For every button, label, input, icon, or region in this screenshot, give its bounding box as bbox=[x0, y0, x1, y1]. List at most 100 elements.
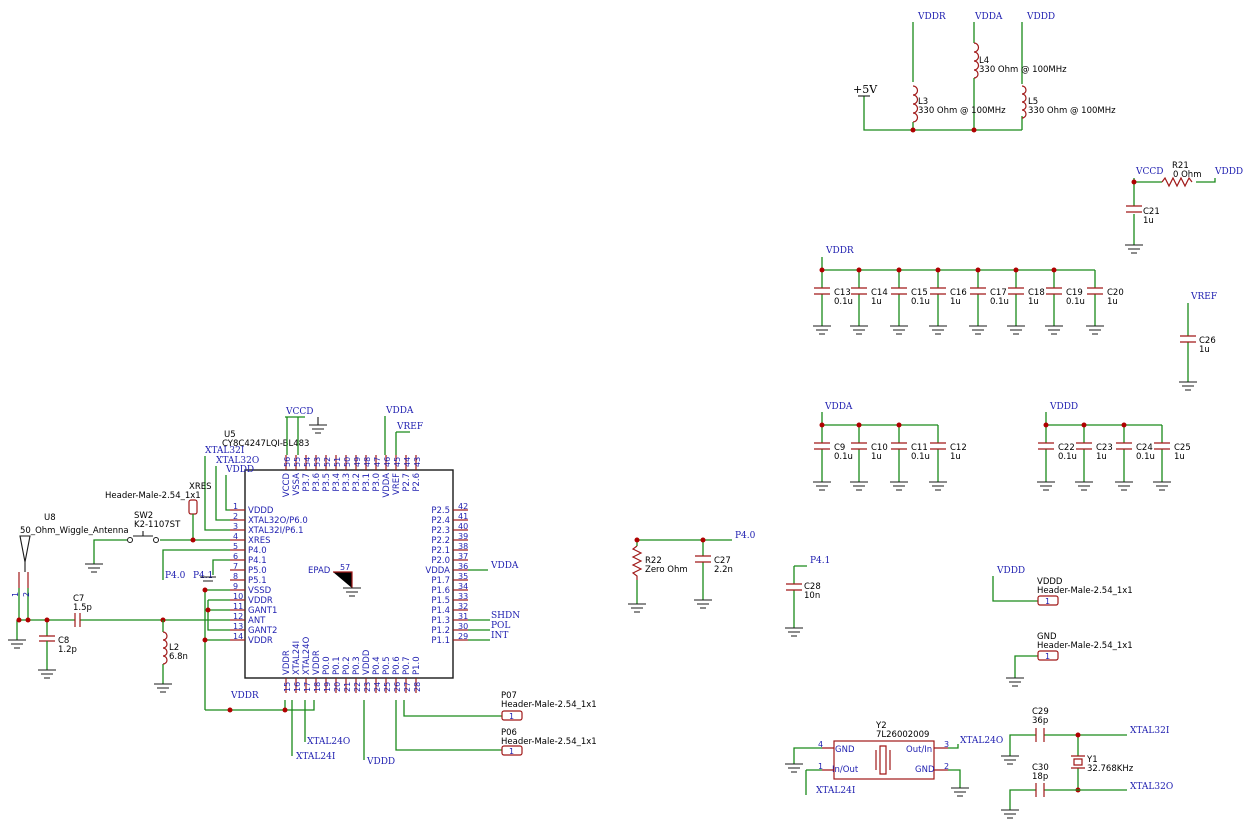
vddr-cap-value: 0.1u bbox=[911, 297, 930, 307]
mcu-pin-number: 15 bbox=[283, 682, 292, 692]
y1-value: 32.768KHz bbox=[1087, 764, 1134, 774]
mcu-pin-number: 1 bbox=[233, 502, 238, 511]
mcu-pin-name: P0.5 bbox=[382, 656, 392, 675]
mcu-pin-name: P2.5 bbox=[431, 506, 450, 516]
mcu-pin-number: 22 bbox=[353, 682, 362, 692]
mcu-pin-number: 41 bbox=[458, 512, 468, 521]
c29-value: 36p bbox=[1032, 716, 1048, 726]
mcu-pin-number: 29 bbox=[458, 632, 468, 641]
vddd-cap-value: 1u bbox=[1174, 452, 1185, 462]
gnd-header-ref: GND bbox=[1037, 632, 1057, 642]
vddd-label-bottom: VDDD bbox=[366, 757, 395, 767]
sw2-ref: SW2 bbox=[134, 511, 153, 521]
vddr-cap-ref: C18 bbox=[1028, 288, 1045, 298]
mcu-pin-number: 56 bbox=[283, 457, 292, 467]
mcu-pin-number: 49 bbox=[353, 457, 362, 467]
c27-value: 2.2n bbox=[714, 565, 733, 575]
mcu-pin-name: P1.6 bbox=[431, 586, 450, 596]
vddd-header-type: Header-Male-2.54_1x1 bbox=[1037, 586, 1133, 596]
mcu-pin-number: 16 bbox=[293, 682, 302, 692]
gnd-header-pin bbox=[1037, 650, 1059, 661]
vddd-cap-ref: C22 bbox=[1058, 443, 1075, 453]
vdda-cap-ref: C10 bbox=[871, 443, 888, 453]
mcu-pin-name: VREF bbox=[392, 473, 402, 495]
mcu-pin-number: 18 bbox=[313, 682, 322, 692]
resistor-r22 bbox=[631, 545, 643, 580]
mcu-pin-number: 37 bbox=[458, 552, 468, 561]
u8-pin2: 2 bbox=[22, 592, 31, 597]
y2-pin-inout: In/Out bbox=[832, 765, 859, 775]
c21-ref: C21 bbox=[1143, 207, 1160, 217]
r21-ref: R21 bbox=[1172, 161, 1189, 171]
mcu-pin-number: 25 bbox=[383, 682, 392, 692]
mcu-pin-42: 42 P2.5 bbox=[431, 502, 468, 516]
vdda-label-chip: VDDA bbox=[385, 406, 414, 416]
mcu-pin-number: 20 bbox=[333, 682, 342, 692]
u5-part: CY8C4247LQI-BL483 bbox=[222, 439, 309, 449]
vddd-cap-ref: C25 bbox=[1174, 443, 1191, 453]
l3-value: 330 Ohm @ 100MHz bbox=[918, 106, 1006, 116]
y1-crystal: C29 36p XTAL32I Y1 32.768KHz C30 18p XTA… bbox=[1001, 707, 1173, 819]
mcu-pin-name: P3.5 bbox=[322, 473, 332, 492]
mcu-pin-number: 54 bbox=[303, 457, 312, 467]
xres-header-type: Header-Male-2.54_1x1 bbox=[105, 491, 201, 501]
mcu-pin-number: 11 bbox=[233, 602, 243, 611]
y2-pin4-num: 4 bbox=[818, 740, 823, 749]
mcu-pin-name: VDDA bbox=[382, 473, 392, 498]
c8-ref: C8 bbox=[58, 636, 69, 646]
c30-ref: C30 bbox=[1032, 763, 1049, 773]
l2-value: 6.8n bbox=[169, 652, 188, 662]
vdda-cap-value: 0.1u bbox=[911, 452, 930, 462]
xtal24i-label-chip: XTAL24I bbox=[296, 752, 336, 762]
y2-ref: Y2 bbox=[875, 721, 887, 731]
mcu-pin-number: 48 bbox=[363, 457, 372, 467]
power-filter-block: VDDR VDDA VDDD +5V L3 330 Ohm @ 100MHz L… bbox=[853, 12, 1116, 133]
xtal32o-label-chip: XTAL32O bbox=[216, 456, 259, 466]
mcu-pin-name: VCCD bbox=[282, 473, 292, 498]
xtal24o-label-chip: XTAL24O bbox=[307, 737, 350, 747]
vddd-cap-ref: C24 bbox=[1136, 443, 1153, 453]
vddd-label-header: VDDD bbox=[996, 566, 1025, 576]
inductor-l5 bbox=[1021, 85, 1027, 119]
l4-ref: L4 bbox=[979, 56, 989, 66]
mcu-pin-name: P0.2 bbox=[342, 656, 352, 675]
c7-ref: C7 bbox=[73, 594, 84, 604]
r22-c27-block: P4.0 R22 Zero Ohm C27 2.2n bbox=[628, 531, 756, 613]
c30-value: 18p bbox=[1032, 772, 1048, 782]
mcu-pin-name: XRES bbox=[248, 536, 271, 546]
xres-header-ref: XRES bbox=[189, 482, 212, 492]
u5-ref: U5 bbox=[224, 430, 236, 440]
mcu-pin-number: 26 bbox=[393, 682, 402, 692]
mcu-pin-name: P2.6 bbox=[412, 473, 422, 492]
p06-type: Header-Male-2.54_1x1 bbox=[501, 737, 597, 747]
mcu-pin-name: P2.3 bbox=[431, 526, 450, 536]
mcu-pin-number: 14 bbox=[233, 632, 243, 641]
mcu-pin-number: 24 bbox=[373, 682, 382, 692]
vddd-cap-ref: C23 bbox=[1096, 443, 1113, 453]
vddr-label-chip: VDDR bbox=[230, 691, 259, 701]
mcu-pin-number: 42 bbox=[458, 502, 468, 511]
mcu-pin-name: VDDD bbox=[362, 649, 372, 675]
mcu-pin-name: P2.0 bbox=[431, 556, 450, 566]
vdda-cap-0: C90.1u bbox=[813, 422, 853, 491]
xtal32o-label-y1: XTAL32O bbox=[1130, 782, 1173, 792]
mcu-pin-number: 40 bbox=[458, 522, 468, 531]
mcu-pin-number: 38 bbox=[458, 542, 468, 551]
p07-type: Header-Male-2.54_1x1 bbox=[501, 700, 597, 710]
mcu-pin-number: 12 bbox=[233, 612, 243, 621]
mcu-pin-name: P2.2 bbox=[431, 536, 450, 546]
